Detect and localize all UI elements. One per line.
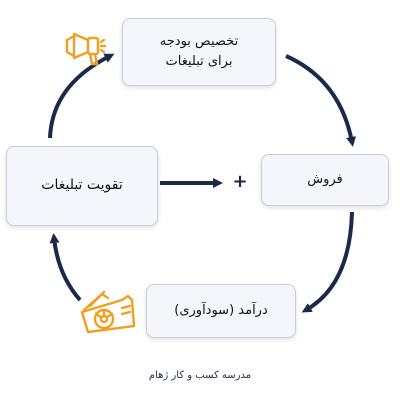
- node-income: درآمد (سودآوری): [146, 284, 296, 338]
- megaphone-icon: [65, 32, 106, 66]
- money-machine-icon: [80, 290, 136, 334]
- arrow-sales-to-income: [301, 211, 354, 313]
- arrow-income-to-boost: [49, 233, 82, 302]
- node-sales: فروش: [261, 154, 389, 206]
- node-boost-label: تقویت تبلیغات: [41, 177, 123, 194]
- plus-sign: +: [232, 171, 248, 192]
- caption: مدرسه کسب و کار ژهام: [148, 370, 252, 381]
- node-budget-allocation: تخصیص بودجه برای تبلیغات: [122, 18, 276, 86]
- arrow-budget-to-sales: [285, 54, 356, 147]
- node-sales-label: فروش: [307, 171, 343, 187]
- node-boost-advertising: تقویت تبلیغات: [6, 146, 158, 226]
- node-income-label: درآمد (سودآوری): [174, 302, 268, 318]
- arrow-boost-to-budget: [48, 53, 115, 139]
- node-budget-label: تخصیص بودجه برای تبلیغات: [159, 33, 239, 69]
